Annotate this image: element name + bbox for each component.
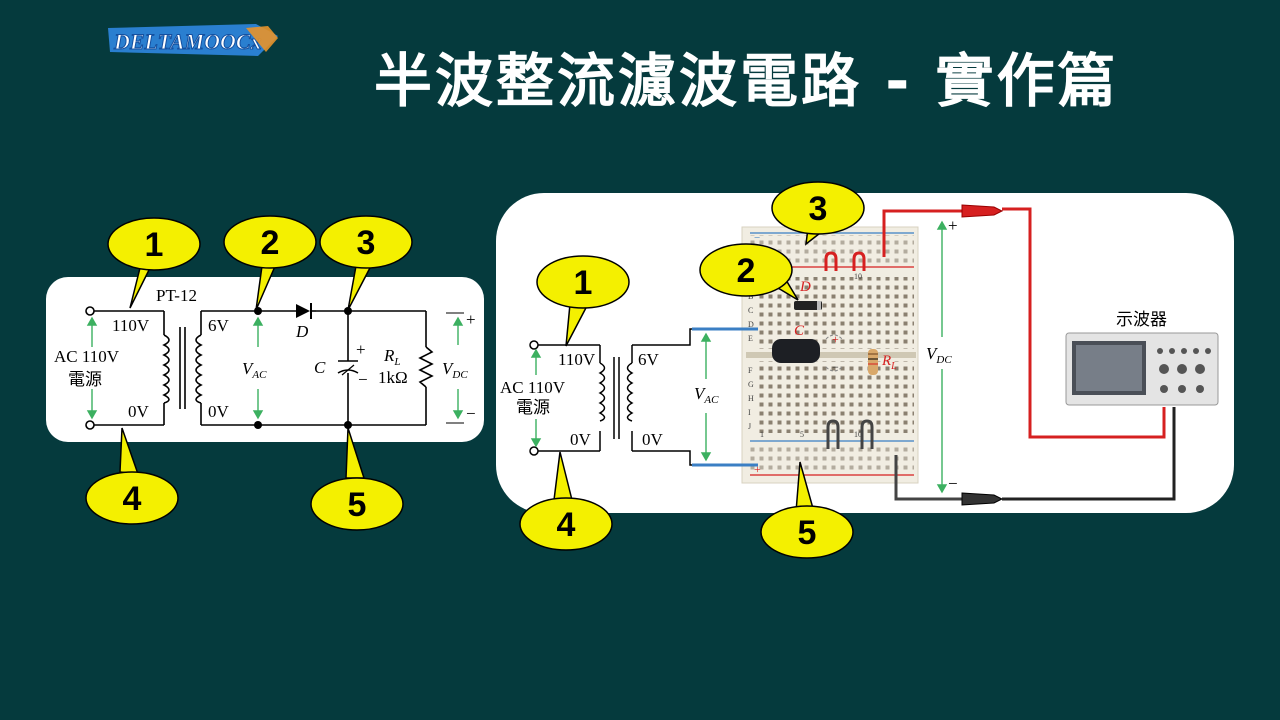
- callout-left-1: [107, 217, 201, 271]
- resistor-label: RL: [383, 346, 401, 368]
- svg-text:1: 1: [760, 430, 764, 439]
- callout-right-2: [699, 243, 793, 297]
- capacitor-minus: −: [358, 370, 368, 389]
- svg-text:5: 5: [800, 430, 804, 439]
- capacitor-plus: +: [356, 340, 366, 359]
- bb-vdc-label: VDC: [926, 344, 952, 366]
- page-title: 半波整流濾波電路 - 實作篇: [374, 47, 1119, 115]
- svg-text:10: 10: [854, 430, 862, 439]
- callout-right-2-number: 2: [737, 252, 756, 290]
- secondary-voltage-label: 6V: [208, 316, 230, 335]
- callout-right-3: [771, 181, 865, 235]
- vac-label: VAC: [242, 359, 267, 381]
- breadboard-panel: A B C D E F G H I J 1 5 10 10 − + + −: [496, 193, 1234, 513]
- bb-secondary-voltage: 6V: [638, 350, 660, 369]
- svg-text:E: E: [748, 334, 753, 343]
- bb-source-label: AC 110V: [500, 378, 566, 397]
- deltamoocx-logo: DELTAMOOCx: [106, 22, 281, 58]
- svg-text:C: C: [748, 306, 753, 315]
- svg-text:10: 10: [854, 272, 862, 281]
- callout-left-2: [223, 215, 317, 269]
- diode-component: [794, 301, 822, 310]
- callout-left-3: [319, 215, 413, 269]
- callout-right-4: [519, 497, 613, 551]
- callout-left-3-number: 3: [357, 224, 376, 262]
- callout-right-1: [536, 255, 630, 309]
- red-probe-clip: [961, 204, 1004, 218]
- primary-zero-label: 0V: [128, 402, 150, 421]
- secondary-zero-label: 0V: [208, 402, 230, 421]
- bb-primary-voltage: 110V: [558, 350, 596, 369]
- callout-left-5-number: 5: [348, 486, 367, 524]
- callout-left-2-number: 2: [261, 224, 280, 262]
- bb-capacitor-label: C: [794, 323, 805, 339]
- callout-left-4-number: 4: [123, 480, 142, 518]
- callout-left-4: [85, 471, 179, 525]
- vdc-minus: −: [466, 404, 476, 423]
- svg-text:D: D: [748, 320, 754, 329]
- oscilloscope: [1065, 332, 1219, 406]
- svg-text:H: H: [748, 394, 754, 403]
- svg-text:+: +: [832, 332, 839, 346]
- svg-text:J: J: [748, 422, 751, 431]
- vdc-label: VDC: [442, 359, 468, 381]
- svg-text:G: G: [748, 380, 754, 389]
- oscilloscope-label: 示波器: [1116, 310, 1167, 329]
- rail-plus-label: +: [754, 462, 761, 476]
- resistor-value: 1kΩ: [378, 368, 408, 387]
- callout-right-5-number: 5: [798, 514, 817, 552]
- black-probe-clip: [961, 492, 1004, 506]
- bb-vac-label: VAC: [694, 384, 719, 406]
- svg-text:−: −: [832, 360, 839, 374]
- svg-text:I: I: [748, 408, 751, 417]
- callout-right-4-number: 4: [557, 506, 576, 544]
- schematic-panel: PT-12 110V 0V 6V 0V AC 110V 電源 VAC D C +…: [46, 277, 484, 442]
- svg-text:DELTAMOOCx: DELTAMOOCx: [113, 29, 262, 54]
- bb-diode-label: D: [799, 279, 811, 295]
- capacitor-label: C: [314, 358, 326, 377]
- bb-source-label-2: 電源: [516, 398, 550, 417]
- primary-voltage-label: 110V: [112, 316, 150, 335]
- diode-label: D: [295, 322, 309, 341]
- callout-right-5: [760, 505, 854, 559]
- svg-text:F: F: [748, 366, 753, 375]
- vdc-plus: +: [466, 310, 476, 329]
- source-label-2: 電源: [68, 370, 102, 389]
- transformer-model-label: PT-12: [156, 286, 197, 305]
- callout-left-1-number: 1: [145, 226, 164, 264]
- source-label: AC 110V: [54, 347, 120, 366]
- capacitor-component: [772, 339, 820, 363]
- callout-right-3-number: 3: [809, 190, 828, 228]
- bb-resistor-label: RL: [881, 353, 897, 372]
- bb-vdc-plus: +: [948, 216, 958, 235]
- bb-primary-zero: 0V: [570, 430, 592, 449]
- resistor-component: [868, 349, 878, 375]
- bb-vdc-minus: −: [948, 474, 958, 493]
- bb-secondary-zero: 0V: [642, 430, 664, 449]
- callout-right-1-number: 1: [574, 264, 593, 302]
- callout-left-5: [310, 477, 404, 531]
- rail-minus-label: −: [754, 232, 760, 244]
